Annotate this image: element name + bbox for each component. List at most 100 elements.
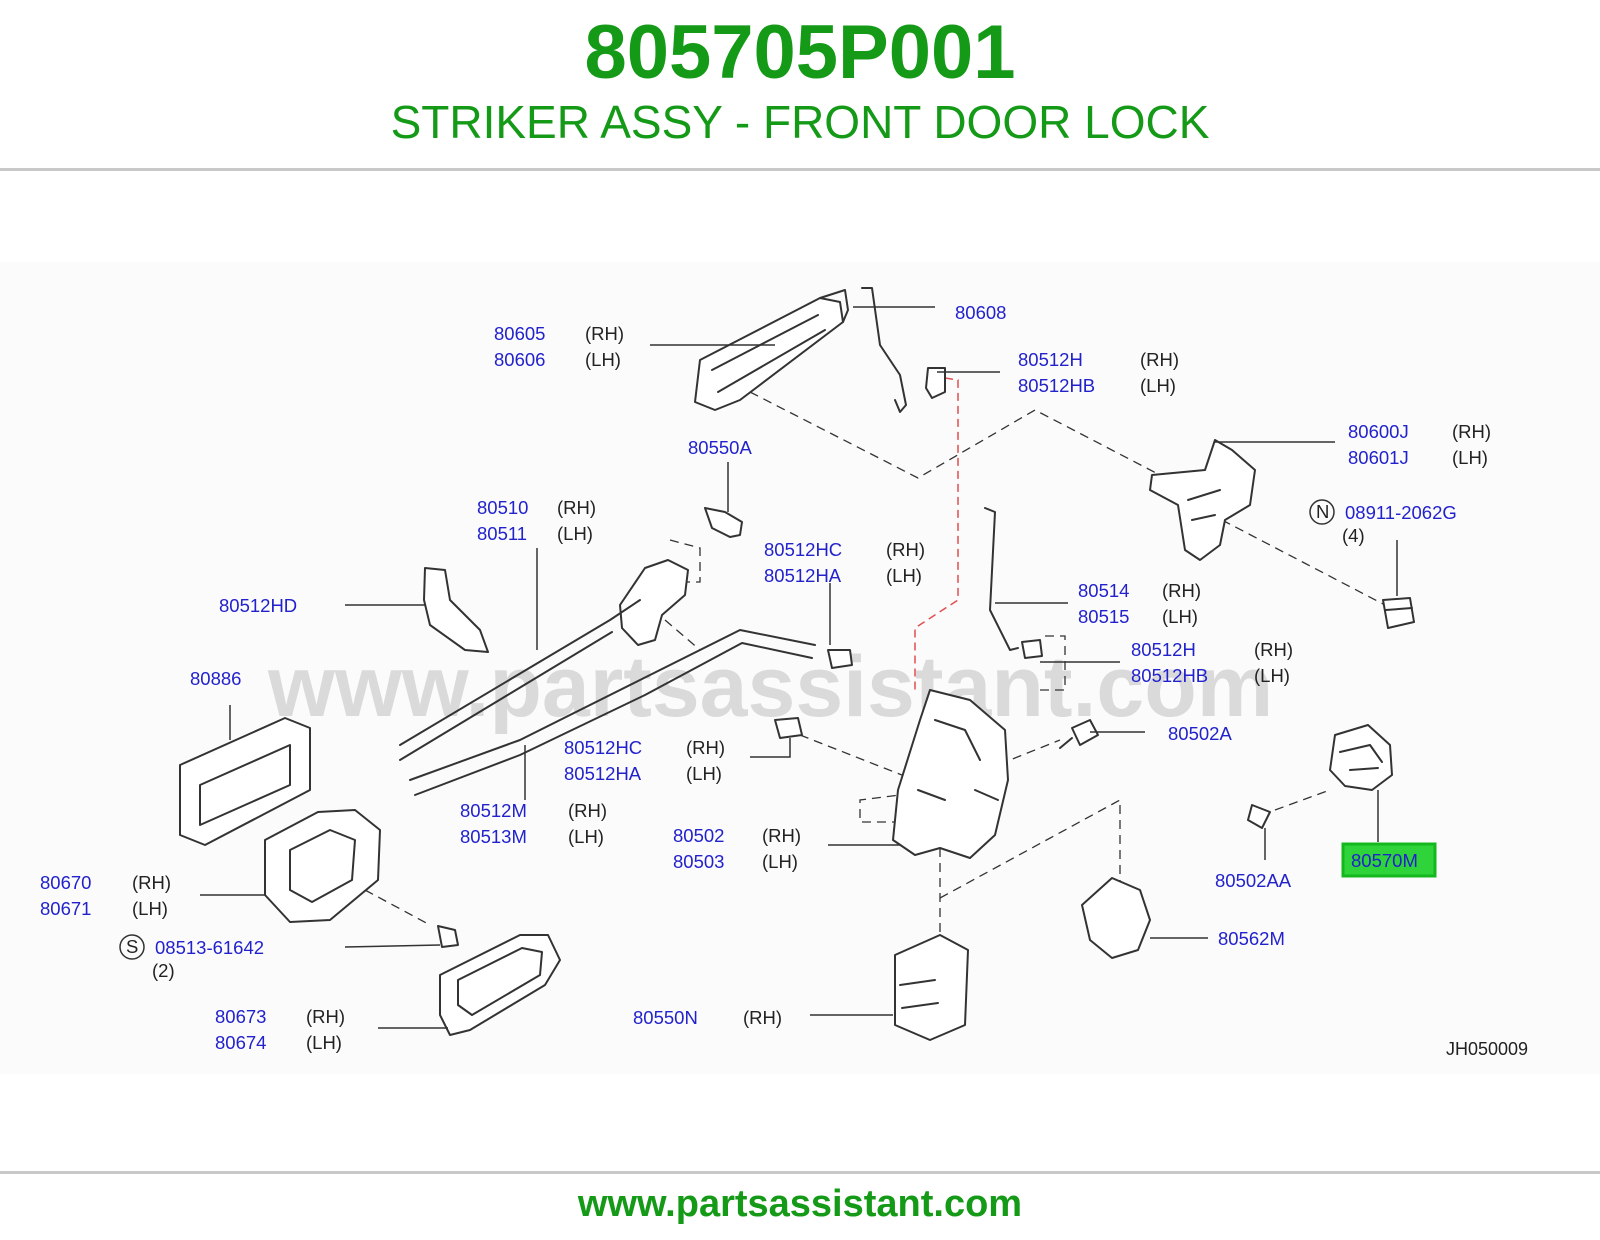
callout-08911-symbol: N (1316, 501, 1329, 522)
n-symbol-circle-icon (1309, 499, 1335, 525)
s-symbol-circle-icon (119, 934, 145, 960)
screw-80502aa-drawing (1247, 804, 1271, 829)
leader-lines (200, 306, 1398, 1029)
screw-08513-drawing (437, 925, 459, 948)
inside-handle-80670-drawing (264, 809, 381, 923)
part-title: STRIKER ASSY - FRONT DOOR LOCK (390, 96, 1210, 148)
callout-80510-side: (RH) (557, 497, 596, 518)
callout-80512hb-mid[interactable]: 80512HB (1131, 665, 1208, 686)
callout-80674[interactable]: 80674 (215, 1032, 266, 1053)
nut-08911-drawing (1382, 597, 1415, 629)
watermark: www.partsassistant.com (267, 639, 1273, 735)
callout-80605[interactable]: 80605 (494, 323, 545, 344)
callout-80512hc-top[interactable]: 80512HC (764, 539, 842, 560)
lock-knob-bracket-drawing (1149, 439, 1256, 561)
callout-80512m[interactable]: 80512M (460, 800, 527, 821)
door-lock-actuator-drawing (892, 689, 1009, 859)
rod-80608-drawing (861, 287, 907, 413)
callout-80514-side: (RH) (1162, 580, 1201, 601)
callout-80601j-side: (LH) (1452, 447, 1488, 468)
callout-80513m[interactable]: 80513M (460, 826, 527, 847)
callout-80670-side: (RH) (132, 872, 171, 893)
callout-80600j[interactable]: 80600J (1348, 421, 1409, 442)
callout-08513-qty: (2) (152, 960, 175, 981)
header-divider (0, 168, 1600, 171)
callout-80550a[interactable]: 80550A (688, 437, 752, 458)
callout-80513m-side: (LH) (568, 826, 604, 847)
callout-80512hc-low-side: (RH) (686, 737, 725, 758)
highlight-box-80570m (1341, 842, 1437, 878)
footer-divider (0, 1171, 1600, 1174)
callout-80570m[interactable]: 80570M (1351, 850, 1418, 871)
header: 805705P001 STRIKER ASSY - FRONT DOOR LOC… (0, 0, 1600, 170)
lock-bracket-80510-drawing (619, 559, 689, 646)
striker-80570m-drawing (1329, 724, 1393, 791)
callout-80503[interactable]: 80503 (673, 851, 724, 872)
callout-80512ha-low-side: (LH) (686, 763, 722, 784)
screw-80502a-drawing (1059, 719, 1099, 749)
callout-80502a[interactable]: 80502A (1168, 723, 1232, 744)
outside-handle-drawing (694, 289, 849, 411)
callout-80511[interactable]: 80511 (477, 523, 527, 544)
clips-mid-drawing (774, 639, 1043, 739)
callout-80512m-side: (RH) (568, 800, 607, 821)
footer-url[interactable]: www.partsassistant.com (577, 1183, 1023, 1225)
callout-80550n[interactable]: 80550N (633, 1007, 698, 1028)
callout-80512hc-top-side: (RH) (886, 539, 925, 560)
callout-80502[interactable]: 80502 (673, 825, 724, 846)
actuator-80562m-drawing (1081, 877, 1151, 959)
bezel-80673-drawing (439, 934, 561, 1036)
callout-80673[interactable]: 80673 (215, 1006, 266, 1027)
remote-rods-drawing (399, 599, 816, 796)
callout-80671-side: (LH) (132, 898, 168, 919)
callout-08911-2062g[interactable]: 08911-2062G (1345, 502, 1457, 523)
callout-labels: 80608 80605 (RH) 80606 (LH) 80512H (RH) … (40, 302, 1528, 1059)
diagram-background (0, 262, 1600, 1074)
callout-80502aa[interactable]: 80502AA (1215, 870, 1292, 891)
callout-80608[interactable]: 80608 (955, 302, 1006, 323)
callout-80512hd[interactable]: 80512HD (219, 595, 297, 616)
callout-80562m[interactable]: 80562M (1218, 928, 1285, 949)
callout-80674-side: (LH) (306, 1032, 342, 1053)
callout-80606[interactable]: 80606 (494, 349, 545, 370)
callout-80512hb-mid-side: (LH) (1254, 665, 1290, 686)
callout-80514[interactable]: 80514 (1078, 580, 1129, 601)
callout-80605-side: (RH) (585, 323, 624, 344)
callout-08513-61642[interactable]: 08513-61642 (155, 937, 264, 958)
callout-80515[interactable]: 80515 (1078, 606, 1129, 627)
callout-80601j[interactable]: 80601J (1348, 447, 1409, 468)
callout-08513-symbol: S (126, 936, 138, 957)
rod-80514-drawing (984, 507, 1019, 651)
callout-80512ha-top[interactable]: 80512HA (764, 565, 842, 586)
callout-80512hb-top-side: (LH) (1140, 375, 1176, 396)
escutcheon-80886-drawing (179, 717, 311, 846)
callout-08911-qty: (4) (1342, 525, 1365, 546)
callout-80671[interactable]: 80671 (40, 898, 91, 919)
callout-80550n-side: (RH) (743, 1007, 782, 1028)
callout-80510[interactable]: 80510 (477, 497, 528, 518)
callout-80512h-top-side: (RH) (1140, 349, 1179, 370)
callout-80511-side: (LH) (557, 523, 593, 544)
clip-80512hd-drawing (423, 567, 489, 653)
callout-80673-side: (RH) (306, 1006, 345, 1027)
bolt-80550a-drawing (704, 507, 743, 538)
clip-top-drawing (925, 367, 946, 399)
actuator-80550n-drawing (894, 934, 969, 1041)
part-number: 805705P001 (584, 10, 1016, 95)
diagram-code: JH050009 (1446, 1039, 1528, 1059)
callout-80512h-mid[interactable]: 80512H (1131, 639, 1196, 660)
callout-80503-side: (LH) (762, 851, 798, 872)
callout-80502-side: (RH) (762, 825, 801, 846)
callout-80512ha-top-side: (LH) (886, 565, 922, 586)
callout-80512hc-low[interactable]: 80512HC (564, 737, 642, 758)
callout-80886[interactable]: 80886 (190, 668, 241, 689)
callout-80515-side: (LH) (1162, 606, 1198, 627)
callout-80606-side: (LH) (585, 349, 621, 370)
callout-80600j-side: (RH) (1452, 421, 1491, 442)
callout-80670[interactable]: 80670 (40, 872, 91, 893)
callout-80512h-mid-side: (RH) (1254, 639, 1293, 660)
callout-80512h-top[interactable]: 80512H (1018, 349, 1083, 370)
callout-80512ha-low[interactable]: 80512HA (564, 763, 642, 784)
callout-80512hb-top[interactable]: 80512HB (1018, 375, 1095, 396)
